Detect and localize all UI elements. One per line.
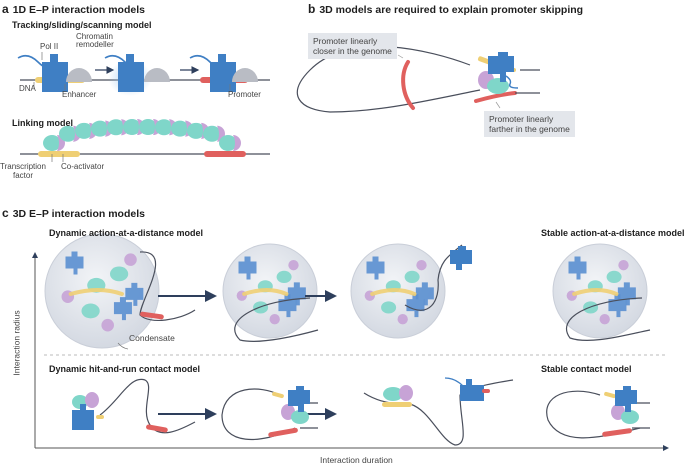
callout-promoter-closer: Promoter linearly closer in the genome bbox=[308, 33, 397, 60]
stable-contact-diagram bbox=[546, 386, 650, 439]
label-transcription-factor: Transcription factor bbox=[0, 162, 46, 181]
coactivator-icon bbox=[288, 259, 299, 271]
enhancer-segment bbox=[242, 288, 289, 296]
coactivator-icon bbox=[599, 314, 610, 325]
tf-icon bbox=[203, 125, 221, 142]
tf-icon bbox=[107, 119, 125, 136]
label-pol2: Pol II bbox=[40, 42, 59, 51]
pol2-icon bbox=[568, 256, 587, 280]
enhancer-segment bbox=[68, 288, 124, 296]
linking-model-diagram bbox=[20, 119, 270, 162]
label-promoter: Promoter bbox=[228, 90, 261, 99]
dna-strand bbox=[234, 297, 319, 342]
tf-icon bbox=[123, 119, 141, 136]
pol2-icon bbox=[415, 282, 434, 306]
chromatin-remodeller-icon bbox=[66, 68, 92, 82]
pol2-icon bbox=[125, 282, 144, 306]
label-chromatin-remodeller: Chromatin remodeller bbox=[76, 32, 114, 50]
tf-icon bbox=[59, 125, 77, 142]
tracking-model-diagram bbox=[17, 52, 270, 96]
coactivator-icon bbox=[233, 135, 241, 151]
tf-icon bbox=[606, 270, 622, 284]
pol2-icon bbox=[210, 54, 236, 92]
dna-strand bbox=[139, 251, 196, 322]
panel-a-letter: a bbox=[2, 2, 9, 16]
tf-icon bbox=[43, 135, 61, 151]
condensate-group bbox=[44, 233, 651, 349]
dynamic-action-title: Dynamic action-at-a-distance model bbox=[49, 228, 204, 238]
tf-icon bbox=[253, 301, 269, 314]
coactivator-icon bbox=[397, 314, 408, 325]
stable-action-title: Stable action-at-a-distance model bbox=[541, 228, 685, 238]
panel-a-title-text: 1D E–P interaction models bbox=[12, 4, 145, 16]
tf-icon bbox=[276, 270, 292, 284]
tf-icon bbox=[75, 122, 93, 139]
tf-icon bbox=[109, 266, 129, 282]
promoter-segment bbox=[140, 311, 164, 320]
promoter-closer bbox=[401, 60, 415, 110]
promoter-farther bbox=[474, 91, 517, 103]
panel-c-letter: c bbox=[2, 206, 9, 220]
tf-icon bbox=[81, 303, 100, 319]
hit-and-run-step-1 bbox=[72, 378, 196, 434]
x-axis-label: Interaction duration bbox=[320, 455, 393, 465]
label-enhancer: Enhancer bbox=[62, 90, 97, 99]
coactivator-icon bbox=[124, 253, 137, 266]
pol2-icon bbox=[288, 386, 310, 412]
pol2-icon bbox=[72, 404, 94, 430]
coactivator-icon bbox=[269, 314, 280, 325]
pol2-icon bbox=[488, 52, 514, 82]
coactivator-icon bbox=[101, 318, 114, 332]
pol2-icon bbox=[615, 386, 637, 412]
tf-icon bbox=[139, 119, 157, 136]
hit-and-run-step-2 bbox=[221, 386, 318, 441]
enhancer-segment bbox=[38, 151, 80, 157]
tf-icon bbox=[155, 119, 173, 136]
tf-icon bbox=[381, 301, 397, 314]
promoter-skipping-diagram bbox=[297, 45, 540, 113]
callout-promoter-farther: Promoter linearly farther in the genome bbox=[484, 111, 575, 138]
y-axis-label: Interaction radius bbox=[11, 310, 22, 376]
coactivator-icon bbox=[618, 259, 629, 271]
pol2-icon bbox=[238, 256, 257, 280]
label-dna: DNA bbox=[19, 84, 36, 93]
tf-icon bbox=[171, 120, 189, 137]
coactivator-icon bbox=[416, 259, 427, 271]
tf-icon bbox=[91, 120, 109, 137]
pol2-icon bbox=[450, 246, 472, 270]
stable-contact-title: Stable contact model bbox=[541, 364, 632, 374]
enhancer-segment bbox=[370, 288, 417, 296]
dna-strand bbox=[565, 297, 651, 341]
pol2-icon bbox=[406, 294, 425, 318]
chromatin-remodeller-icon bbox=[144, 68, 170, 82]
hit-and-run-step-3 bbox=[363, 377, 514, 446]
promoter-segment bbox=[204, 151, 246, 157]
panel-b-letter: b bbox=[308, 2, 316, 16]
pol2-icon bbox=[65, 251, 84, 275]
dynamic-hit-run-title: Dynamic hit-and-run contact model bbox=[49, 364, 201, 374]
pol2-icon bbox=[366, 256, 385, 280]
tf-icon bbox=[187, 122, 205, 139]
pol2-icon bbox=[617, 282, 636, 306]
tf-coactivator-chain bbox=[43, 119, 241, 151]
label-condensate: Condensate bbox=[129, 333, 175, 343]
pol2-icon bbox=[460, 379, 484, 401]
pol2-icon bbox=[118, 54, 144, 92]
tf-icon bbox=[219, 135, 237, 151]
pol2-icon bbox=[42, 54, 68, 92]
panel-b-title-text: 3D models are required to explain promot… bbox=[319, 4, 584, 16]
tf-icon bbox=[404, 270, 420, 284]
pol2-icon bbox=[113, 297, 132, 321]
pol2-icon bbox=[287, 282, 306, 306]
chromatin-remodeller-icon bbox=[232, 68, 258, 82]
label-coactivator: Co-activator bbox=[61, 162, 105, 171]
linking-model-title: Linking model bbox=[12, 118, 74, 128]
enhancer-segment bbox=[572, 288, 619, 296]
tracking-model-title: Tracking/sliding/scanning model bbox=[12, 20, 152, 30]
panel-c-title-text: 3D E–P interaction models bbox=[12, 208, 145, 220]
